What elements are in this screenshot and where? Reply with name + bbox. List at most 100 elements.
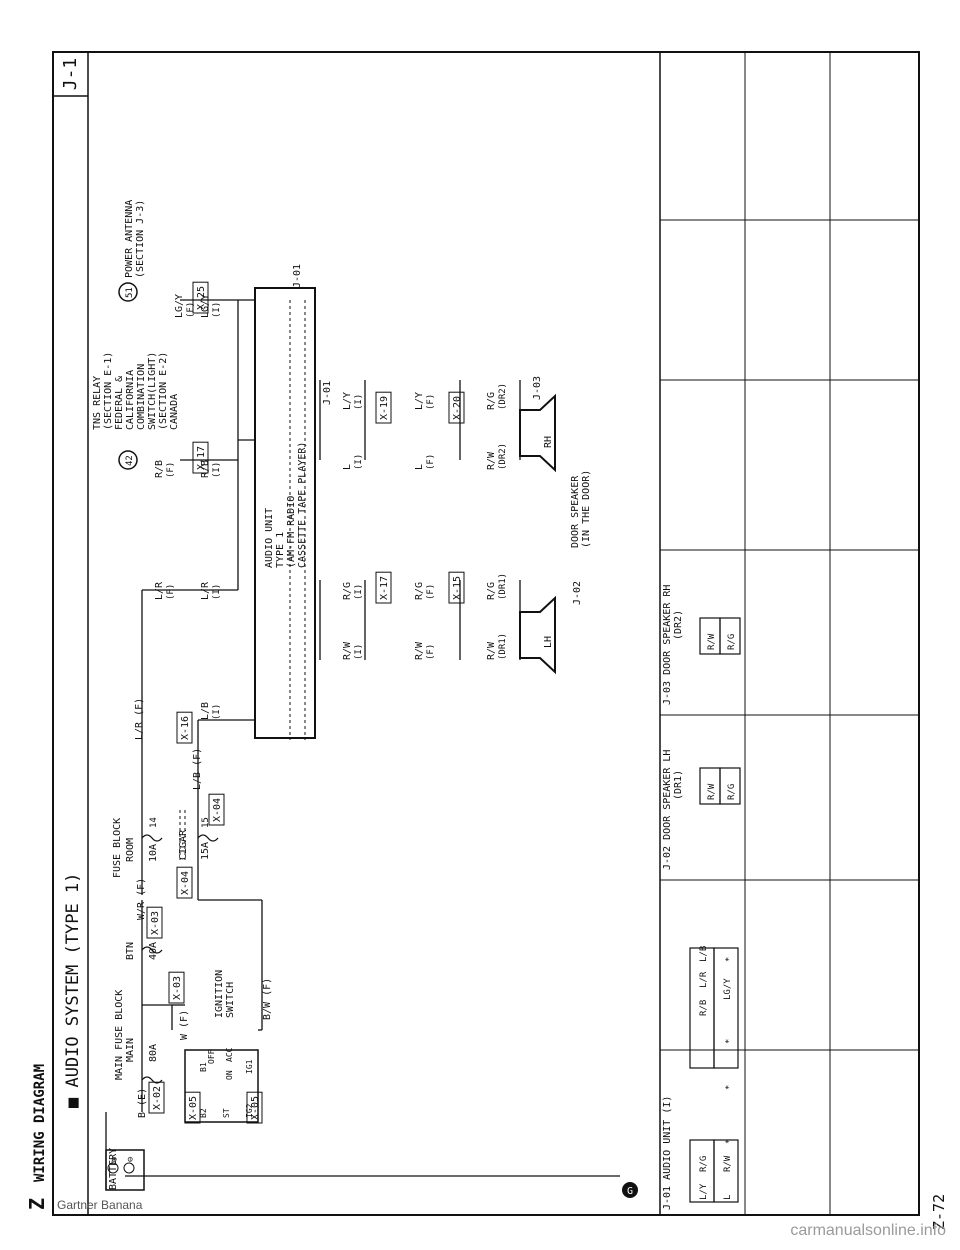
connector-j-03: J-03	[532, 376, 543, 400]
cigar-fuse-rating: 15A	[200, 842, 211, 860]
connector-x-17-lh: X-17	[379, 576, 390, 600]
wire-w-f: W (F)	[179, 1010, 190, 1040]
connector-table-grid	[689, 617, 741, 1203]
connector-x-04-right-box	[208, 793, 225, 826]
ign-pos-off: OFF	[207, 1049, 216, 1064]
connector-x-05-bottom: X-05	[250, 1096, 261, 1120]
ign-pos-on: ON	[225, 1070, 234, 1080]
j03-table-title: J-03 DOOR SPEAKER RH	[662, 585, 673, 705]
wire-l-r-f-suffix: (F)	[166, 584, 176, 600]
speaker-lh	[519, 595, 556, 675]
wire-l-b: L/B	[200, 702, 211, 720]
battery-minus-sign: ⊖	[126, 1157, 136, 1162]
power-antenna-ref: 51	[125, 287, 135, 298]
j02-table-sub: (DR1)	[673, 770, 684, 800]
connector-x-20: X-20	[452, 396, 463, 420]
wire-lg-y-f: LG/Y	[174, 294, 185, 318]
wire-lg-y-f-suffix: (F)	[186, 302, 196, 318]
connector-x-03-btn-box	[146, 906, 163, 939]
audio-unit-label-line-3: CASSETTE TAPE PLAYER)	[297, 442, 308, 568]
battery-plus-sign: ⊕	[110, 1157, 120, 1162]
wire-r-b-i-suffix: (I)	[212, 462, 222, 478]
audio-unit-label-line-2: (AM·FM RADIO	[286, 496, 297, 568]
wire-w-r-f: W/R (F)	[136, 878, 147, 920]
connector-x-15-box	[448, 571, 465, 604]
j01-pin-bottom-1: R/W	[723, 1155, 733, 1172]
j02-table-title: J-02 DOOR SPEAKER LH	[662, 750, 673, 870]
j01-pin-top-1: R/G	[699, 1156, 709, 1172]
j01-pin-bottom-6: ∗	[723, 957, 733, 962]
wire-r-w-dr1: R/W	[486, 641, 497, 660]
ground-symbol-label: G	[627, 1186, 633, 1197]
connector-j-01-mid: J-01	[322, 381, 333, 405]
power-antenna-ref-circle	[118, 282, 138, 302]
j01-pin-top-3: R/B	[699, 1000, 709, 1016]
wire-r-g-f-lh-suffix: (F)	[426, 584, 436, 600]
ignition-switch-title-line-1: SWITCH	[225, 982, 236, 1018]
ign-pos-b2: B2	[199, 1108, 208, 1118]
wire-r-g-i-lh-suffix: (I)	[354, 584, 364, 600]
battery-terminal-plus	[107, 1162, 119, 1174]
main-fuse-block-title: MAIN FUSE BLOCK	[114, 990, 125, 1080]
connector-x-05-bottom-box	[246, 1091, 263, 1124]
wiring-lines	[105, 299, 620, 1190]
j02-pin-0: R/W	[707, 783, 717, 800]
wire-b-e: B (E)	[137, 1088, 148, 1118]
wire-l-f: L	[414, 464, 425, 470]
wire-l-b-i: (I)	[212, 704, 222, 720]
diagram-code: J-1	[60, 58, 81, 91]
wire-l-r-i: L/R	[200, 581, 211, 600]
connector-x-05-top: X-05	[188, 1096, 199, 1120]
connector-x-25: X-25	[196, 286, 207, 310]
wire-r-g-dr1-suffix: (DR1)	[498, 573, 508, 600]
connector-x-03-btn: X-03	[150, 911, 161, 935]
battery-label: BATTERY	[108, 1148, 119, 1190]
wire-r-w-i-lh: R/W	[342, 641, 353, 660]
room-fuse-number: 14	[149, 817, 159, 828]
wire-l-r-i-suffix: (I)	[212, 584, 222, 600]
connector-x-05-top-box	[184, 1091, 201, 1124]
connector-x-15: X-15	[452, 576, 463, 600]
connector-x-04-left-box	[176, 866, 193, 899]
wire-l-y-f-suffix: (F)	[426, 394, 436, 410]
tns-relay-ref: 42	[125, 455, 135, 466]
wire-r-b-i: R/B	[200, 460, 211, 478]
wire-r-g-i-lh: R/G	[342, 582, 353, 600]
tns-relay-label-line-5: SWITCH(LIGHT)	[147, 352, 158, 430]
diagram-title: ■ AUDIO SYSTEM (TYPE 1)	[63, 873, 83, 1108]
watermark-left: Gartner Banana	[57, 1198, 143, 1212]
j01-pin-top-0: L/Y	[699, 1183, 709, 1200]
connector-x-19: X-19	[379, 396, 390, 420]
audio-unit-label-line-0: AUDIO UNIT	[264, 508, 275, 568]
j01-pin-bottom-3: ∗	[723, 1085, 733, 1090]
tns-relay-label-line-2: FEDERAL &	[114, 376, 125, 430]
ignition-switch-box	[184, 1049, 259, 1123]
connector-x-20-box	[448, 391, 465, 424]
connector-x-19-box	[375, 391, 392, 424]
j01-pin-top-4: L/R	[699, 971, 709, 988]
watermark-bottom: carmanualsonline.info	[790, 1222, 946, 1239]
battery-terminal-minus	[123, 1162, 135, 1174]
wire-lg-y-i: LG/Y	[200, 294, 211, 318]
j01-pin-bottom-2: ∗	[723, 1139, 733, 1144]
btn-fuse-name: BTN	[125, 942, 136, 960]
tns-relay-label-line-1: (SECTION E-1)	[103, 352, 114, 430]
connector-x-16-box	[176, 711, 193, 744]
section-title: WIRING DIAGRAM	[32, 1064, 48, 1182]
wire-l-f-suffix: (F)	[426, 454, 436, 470]
ign-pos-st: ST	[222, 1108, 231, 1118]
btn-fuse-rating: 40A	[148, 942, 159, 960]
wire-l-b-f: L/B (F)	[192, 748, 203, 790]
j01-pin-bottom-5: LG/Y	[723, 978, 733, 1000]
battery-box	[105, 1149, 145, 1191]
section-letter: Z	[25, 1198, 49, 1210]
wire-r-g-dr1: R/G	[486, 582, 497, 600]
wire-r-w-dr2-suffix: (DR2)	[498, 443, 508, 470]
connector-x-17-top: X-17	[196, 446, 207, 470]
connector-x-02-box	[148, 1081, 165, 1114]
audio-unit-box	[254, 287, 316, 739]
room-fuse-rating: 10A	[148, 844, 159, 862]
power-antenna-label-line-1: (SECTION J-3)	[135, 200, 146, 278]
speaker-lh-label: LH	[543, 636, 554, 648]
